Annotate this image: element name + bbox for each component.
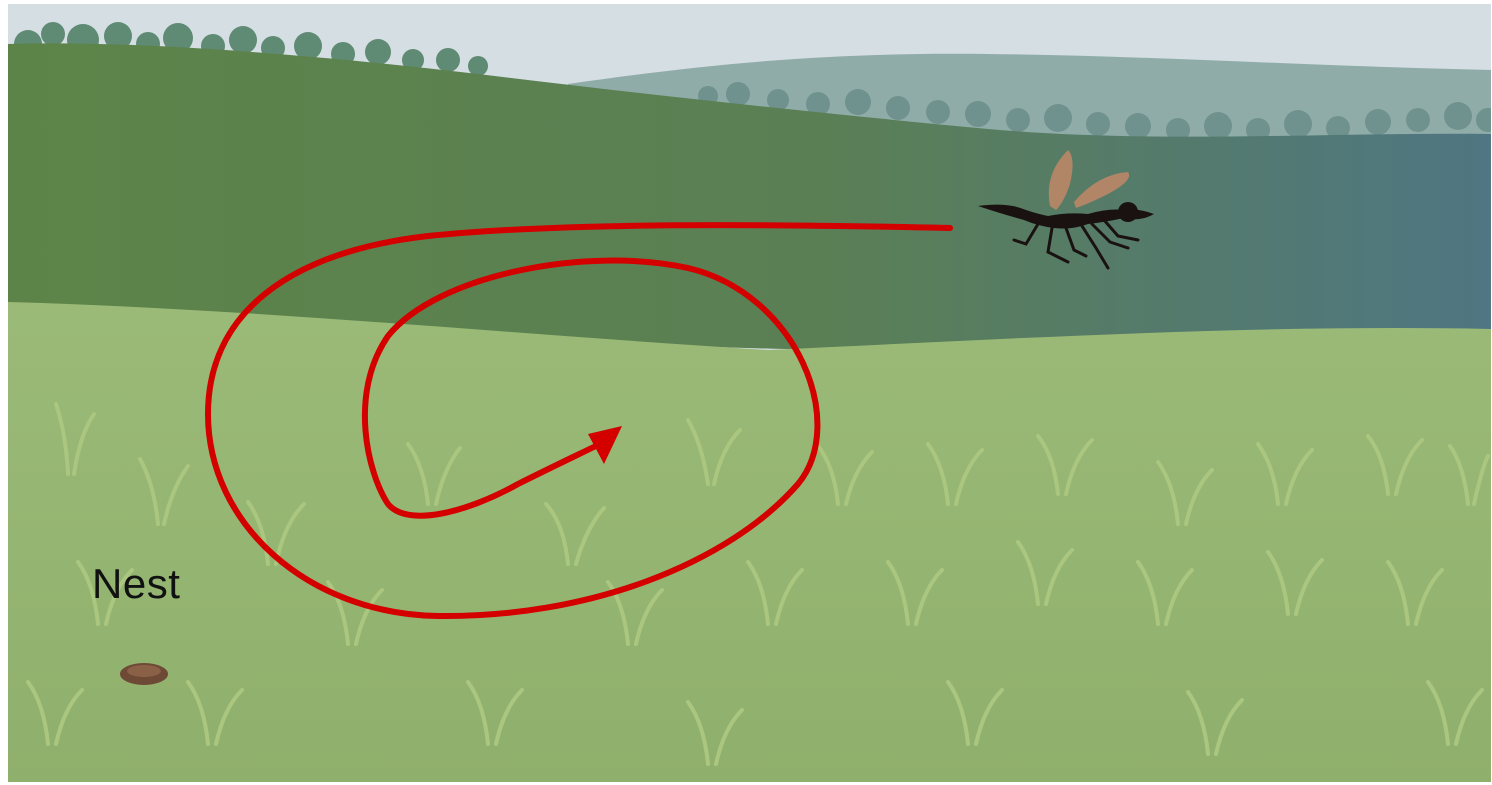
meadow [8,302,1491,782]
nest-hole-rim [127,665,161,677]
scene-illustration [8,4,1491,782]
wasp-orientation-scene: Nest [8,4,1491,782]
nest-label: Nest [92,560,180,608]
